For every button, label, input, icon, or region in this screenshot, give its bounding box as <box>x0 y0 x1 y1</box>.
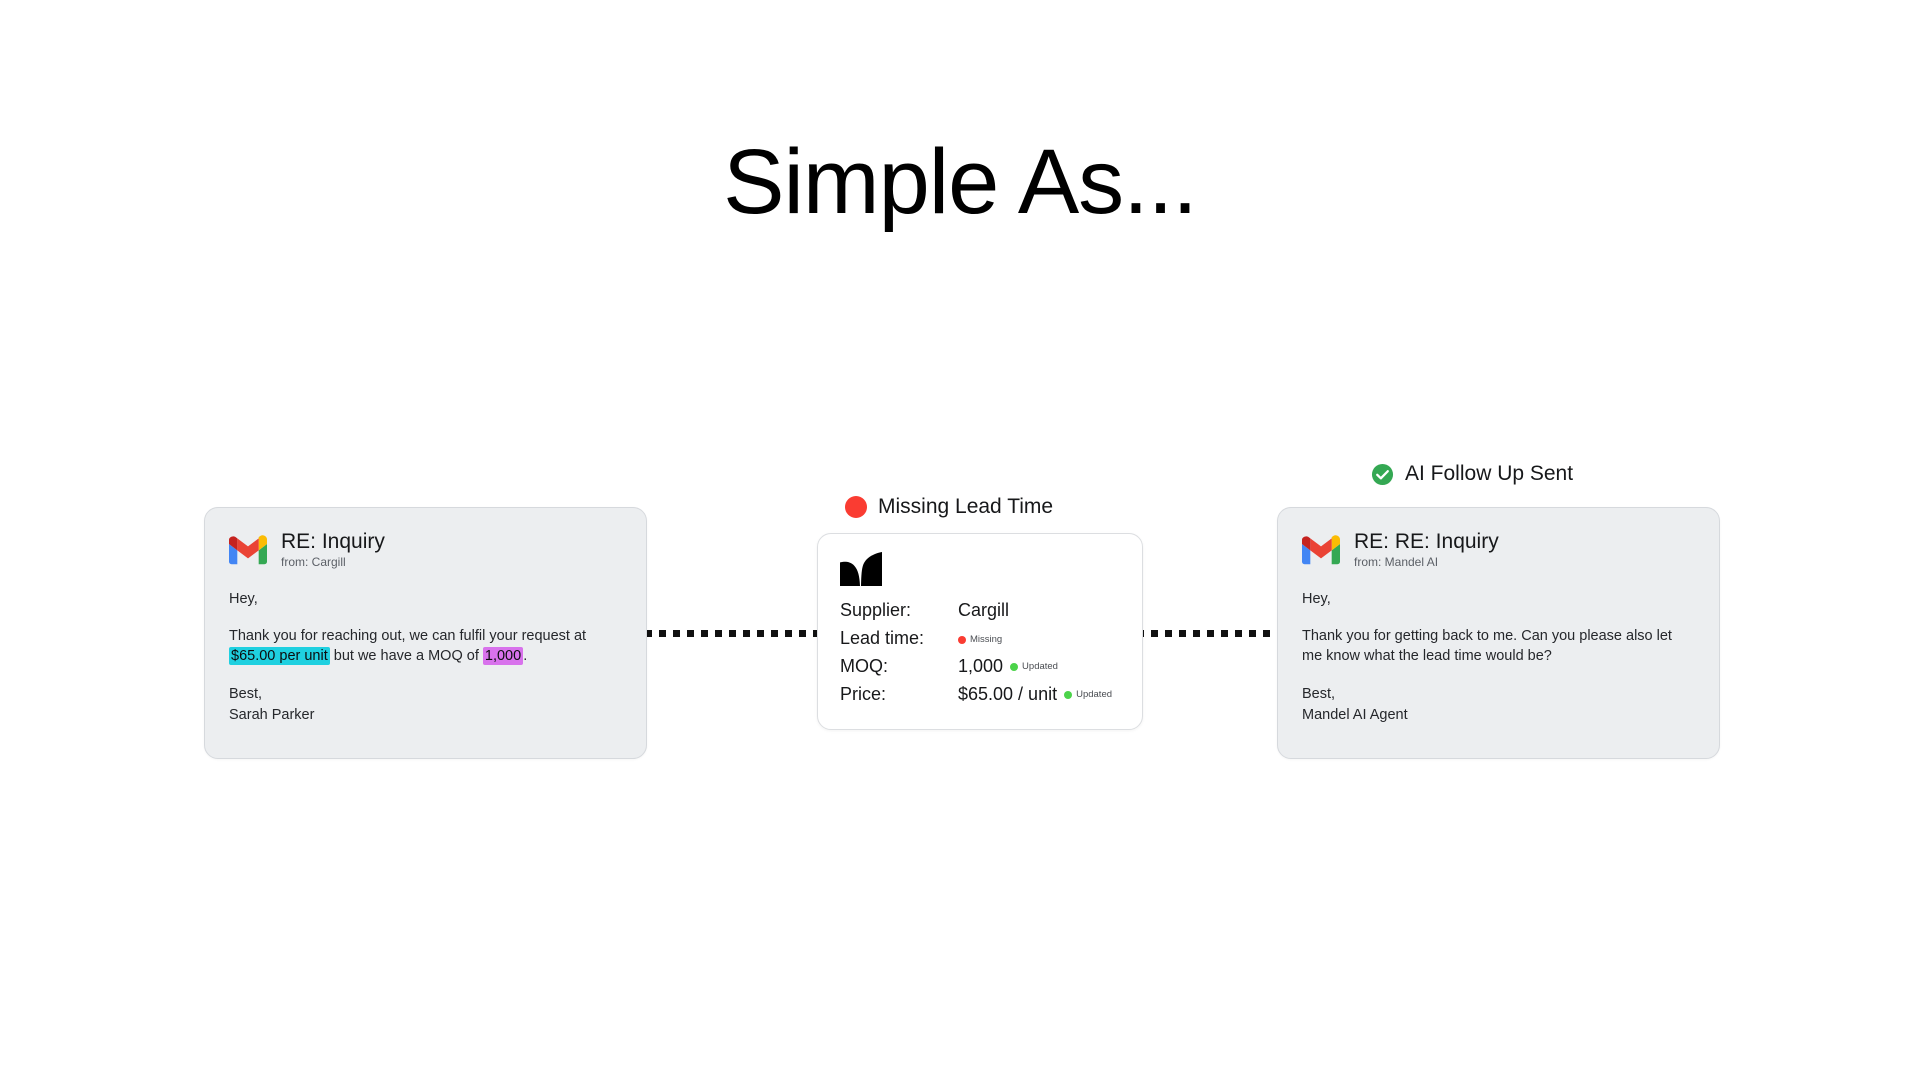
badge-dot-green-icon <box>1010 662 1019 671</box>
email-from: from: Mandel AI <box>1354 555 1439 570</box>
row-key: Supplier: <box>840 600 912 620</box>
row-value: 1,000 Updated <box>958 656 1058 677</box>
status-ai-follow-up-sent: AI Follow Up Sent <box>1371 462 1573 486</box>
email-from: from: Cargill <box>281 555 346 570</box>
red-circle-icon <box>845 496 867 518</box>
row-value: Missing <box>958 635 1002 645</box>
connector-middle-to-right <box>1137 630 1277 637</box>
email-paragraph: Thank you for reaching out, we can fulfi… <box>229 627 622 666</box>
email-greeting: Hey, <box>1302 590 1331 607</box>
status-missing-lead-time: Missing Lead Time <box>845 495 1053 519</box>
email-signoff: Best, <box>229 686 263 703</box>
badge-dot-red-icon <box>958 636 966 644</box>
page-title: Simple As... <box>723 131 1198 233</box>
table-row: Lead time: Missing <box>840 628 1120 656</box>
email-signer: Mandel AI Agent <box>1302 707 1408 724</box>
status-badge-updated: Updated <box>1010 662 1058 672</box>
row-key: MOQ: <box>840 656 888 676</box>
supplier-data-rows: Supplier: Cargill Lead time: Missing MOQ… <box>840 600 1120 712</box>
highlight-price: $65.00 per unit <box>229 646 330 665</box>
email-signature: Best, Mandel AI Agent <box>1302 684 1695 726</box>
email-header-text: RE: RE: Inquiry from: Mandel AI <box>1354 530 1499 570</box>
badge-label: Updated <box>1076 688 1113 700</box>
email-subject: RE: RE: Inquiry <box>1354 530 1499 553</box>
email-signature: Best, Sarah Parker <box>229 684 622 726</box>
email-card-outgoing[interactable]: RE: RE: Inquiry from: Mandel AI Hey, Tha… <box>1277 507 1720 759</box>
gmail-icon <box>229 535 267 565</box>
row-value-text: Cargill <box>958 600 1010 620</box>
row-value: Cargill <box>958 600 1009 621</box>
row-value-text: 1,000 <box>958 656 1004 676</box>
status-label-text: AI Follow Up Sent <box>1405 462 1574 485</box>
status-badge-missing: Missing <box>958 635 1002 645</box>
email-paragraph: Thank you for getting back to me. Can yo… <box>1302 628 1672 664</box>
email-body: Hey, Thank you for reaching out, we can … <box>229 590 622 727</box>
status-label-text: Missing Lead Time <box>878 495 1054 518</box>
row-key: Lead time: <box>840 628 925 648</box>
email-header: RE: RE: Inquiry from: Mandel AI <box>1302 530 1695 570</box>
email-text-middle: but we have a MOQ of <box>329 647 483 664</box>
row-value: $65.00 / unit Updated <box>958 684 1112 705</box>
email-text-lead: Thank you for reaching out, we can fulfi… <box>229 628 587 645</box>
green-check-icon <box>1371 463 1394 485</box>
row-key: Price: <box>840 684 887 704</box>
connector-left-to-middle <box>645 630 820 637</box>
row-value-text: $65.00 / unit <box>958 684 1058 704</box>
email-signer: Sarah Parker <box>229 707 315 724</box>
email-header: RE: Inquiry from: Cargill <box>229 530 622 570</box>
table-row: Price: $65.00 / unit Updated <box>840 684 1120 712</box>
email-subject: RE: Inquiry <box>281 530 385 553</box>
email-signoff: Best, <box>1302 686 1336 703</box>
badge-dot-green-icon <box>1064 690 1073 699</box>
badge-label: Missing <box>970 634 1003 646</box>
email-text-tail: . <box>523 647 528 664</box>
email-header-text: RE: Inquiry from: Cargill <box>281 530 385 570</box>
mandel-logo-icon <box>840 552 882 586</box>
table-row: MOQ: 1,000 Updated <box>840 656 1120 684</box>
badge-label: Updated <box>1022 660 1058 672</box>
table-row: Supplier: Cargill <box>840 600 1120 628</box>
status-badge-updated: Updated <box>1064 690 1112 700</box>
email-card-incoming[interactable]: RE: Inquiry from: Cargill Hey, Thank you… <box>204 507 647 759</box>
supplier-data-card[interactable]: Supplier: Cargill Lead time: Missing MOQ… <box>817 533 1143 730</box>
email-greeting: Hey, <box>229 590 258 607</box>
email-body: Hey, Thank you for getting back to me. C… <box>1302 590 1695 727</box>
highlight-moq: 1,000 <box>482 646 524 665</box>
gmail-icon <box>1302 535 1340 565</box>
